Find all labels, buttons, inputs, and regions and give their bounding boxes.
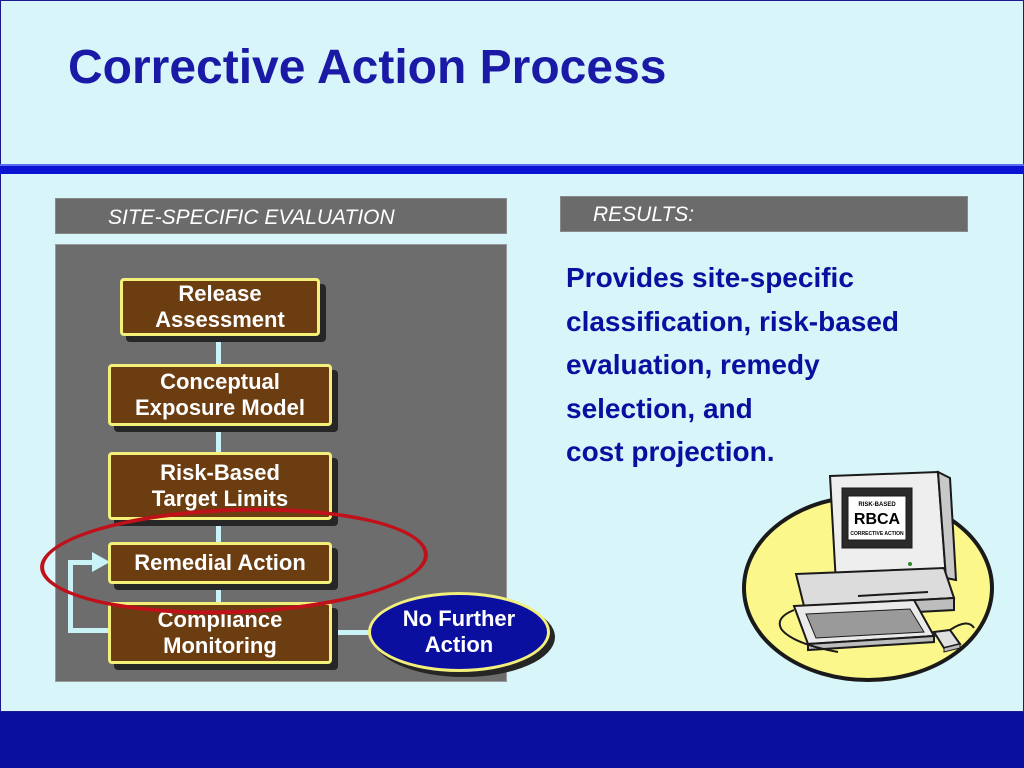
screen-text-risk-based: RISK-BASED bbox=[858, 502, 896, 508]
step-compliance-monitoring: Compliance Monitoring bbox=[108, 602, 332, 664]
results-line: selection, and bbox=[566, 392, 753, 424]
screen-text-rbca: RBCA bbox=[854, 511, 901, 528]
step-release-assessment: Release Assessment bbox=[120, 278, 320, 336]
loop-arrowhead-icon bbox=[92, 552, 110, 572]
no-further-action-terminal: No Further Action bbox=[368, 592, 550, 672]
step-label: Exposure Model bbox=[135, 395, 305, 420]
page-title: Corrective Action Process bbox=[68, 41, 667, 94]
connector-to-no-further-action bbox=[330, 630, 372, 635]
step-label: Target Limits bbox=[151, 486, 289, 511]
computer-icon: RISK-BASED RBCA CORRECTIVE ACTION bbox=[778, 470, 975, 653]
step-label: Risk-Based bbox=[160, 460, 280, 485]
screen-text-corrective-action: CORRECTIVE ACTION bbox=[850, 531, 904, 537]
results-line: Provides site-specific bbox=[566, 262, 854, 293]
results-description: Provides site-specific classification, r… bbox=[566, 256, 986, 474]
footer-band bbox=[0, 712, 1024, 768]
step-label: Release bbox=[178, 281, 262, 306]
rbca-computer-illustration: RISK-BASED RBCA CORRECTIVE ACTION bbox=[742, 470, 994, 682]
terminal-label: No Further bbox=[402, 606, 516, 631]
site-specific-evaluation-header: SITE-SPECIFIC EVALUATION bbox=[55, 198, 507, 234]
title-divider bbox=[0, 164, 1024, 174]
results-line: cost projection. bbox=[566, 436, 775, 467]
step-label: Conceptual bbox=[160, 369, 280, 394]
connector-loop-top bbox=[68, 560, 98, 565]
connector-loop-bottom bbox=[68, 628, 112, 633]
step-remedial-action: Remedial Action bbox=[108, 542, 332, 584]
step-label: Compliance bbox=[157, 607, 283, 632]
step-label: Remedial Action bbox=[134, 550, 306, 575]
step-conceptual-exposure-model: Conceptual Exposure Model bbox=[108, 364, 332, 426]
terminal-label: Action bbox=[424, 632, 494, 657]
step-label: Monitoring bbox=[163, 633, 277, 658]
results-line: evaluation, remedy bbox=[566, 349, 820, 380]
step-label: Assessment bbox=[155, 307, 285, 332]
results-line: classification, risk-based bbox=[566, 305, 900, 337]
results-header: RESULTS: bbox=[560, 196, 968, 232]
step-risk-based-target-limits: Risk-Based Target Limits bbox=[108, 452, 332, 520]
connector-loop-left bbox=[68, 560, 73, 633]
